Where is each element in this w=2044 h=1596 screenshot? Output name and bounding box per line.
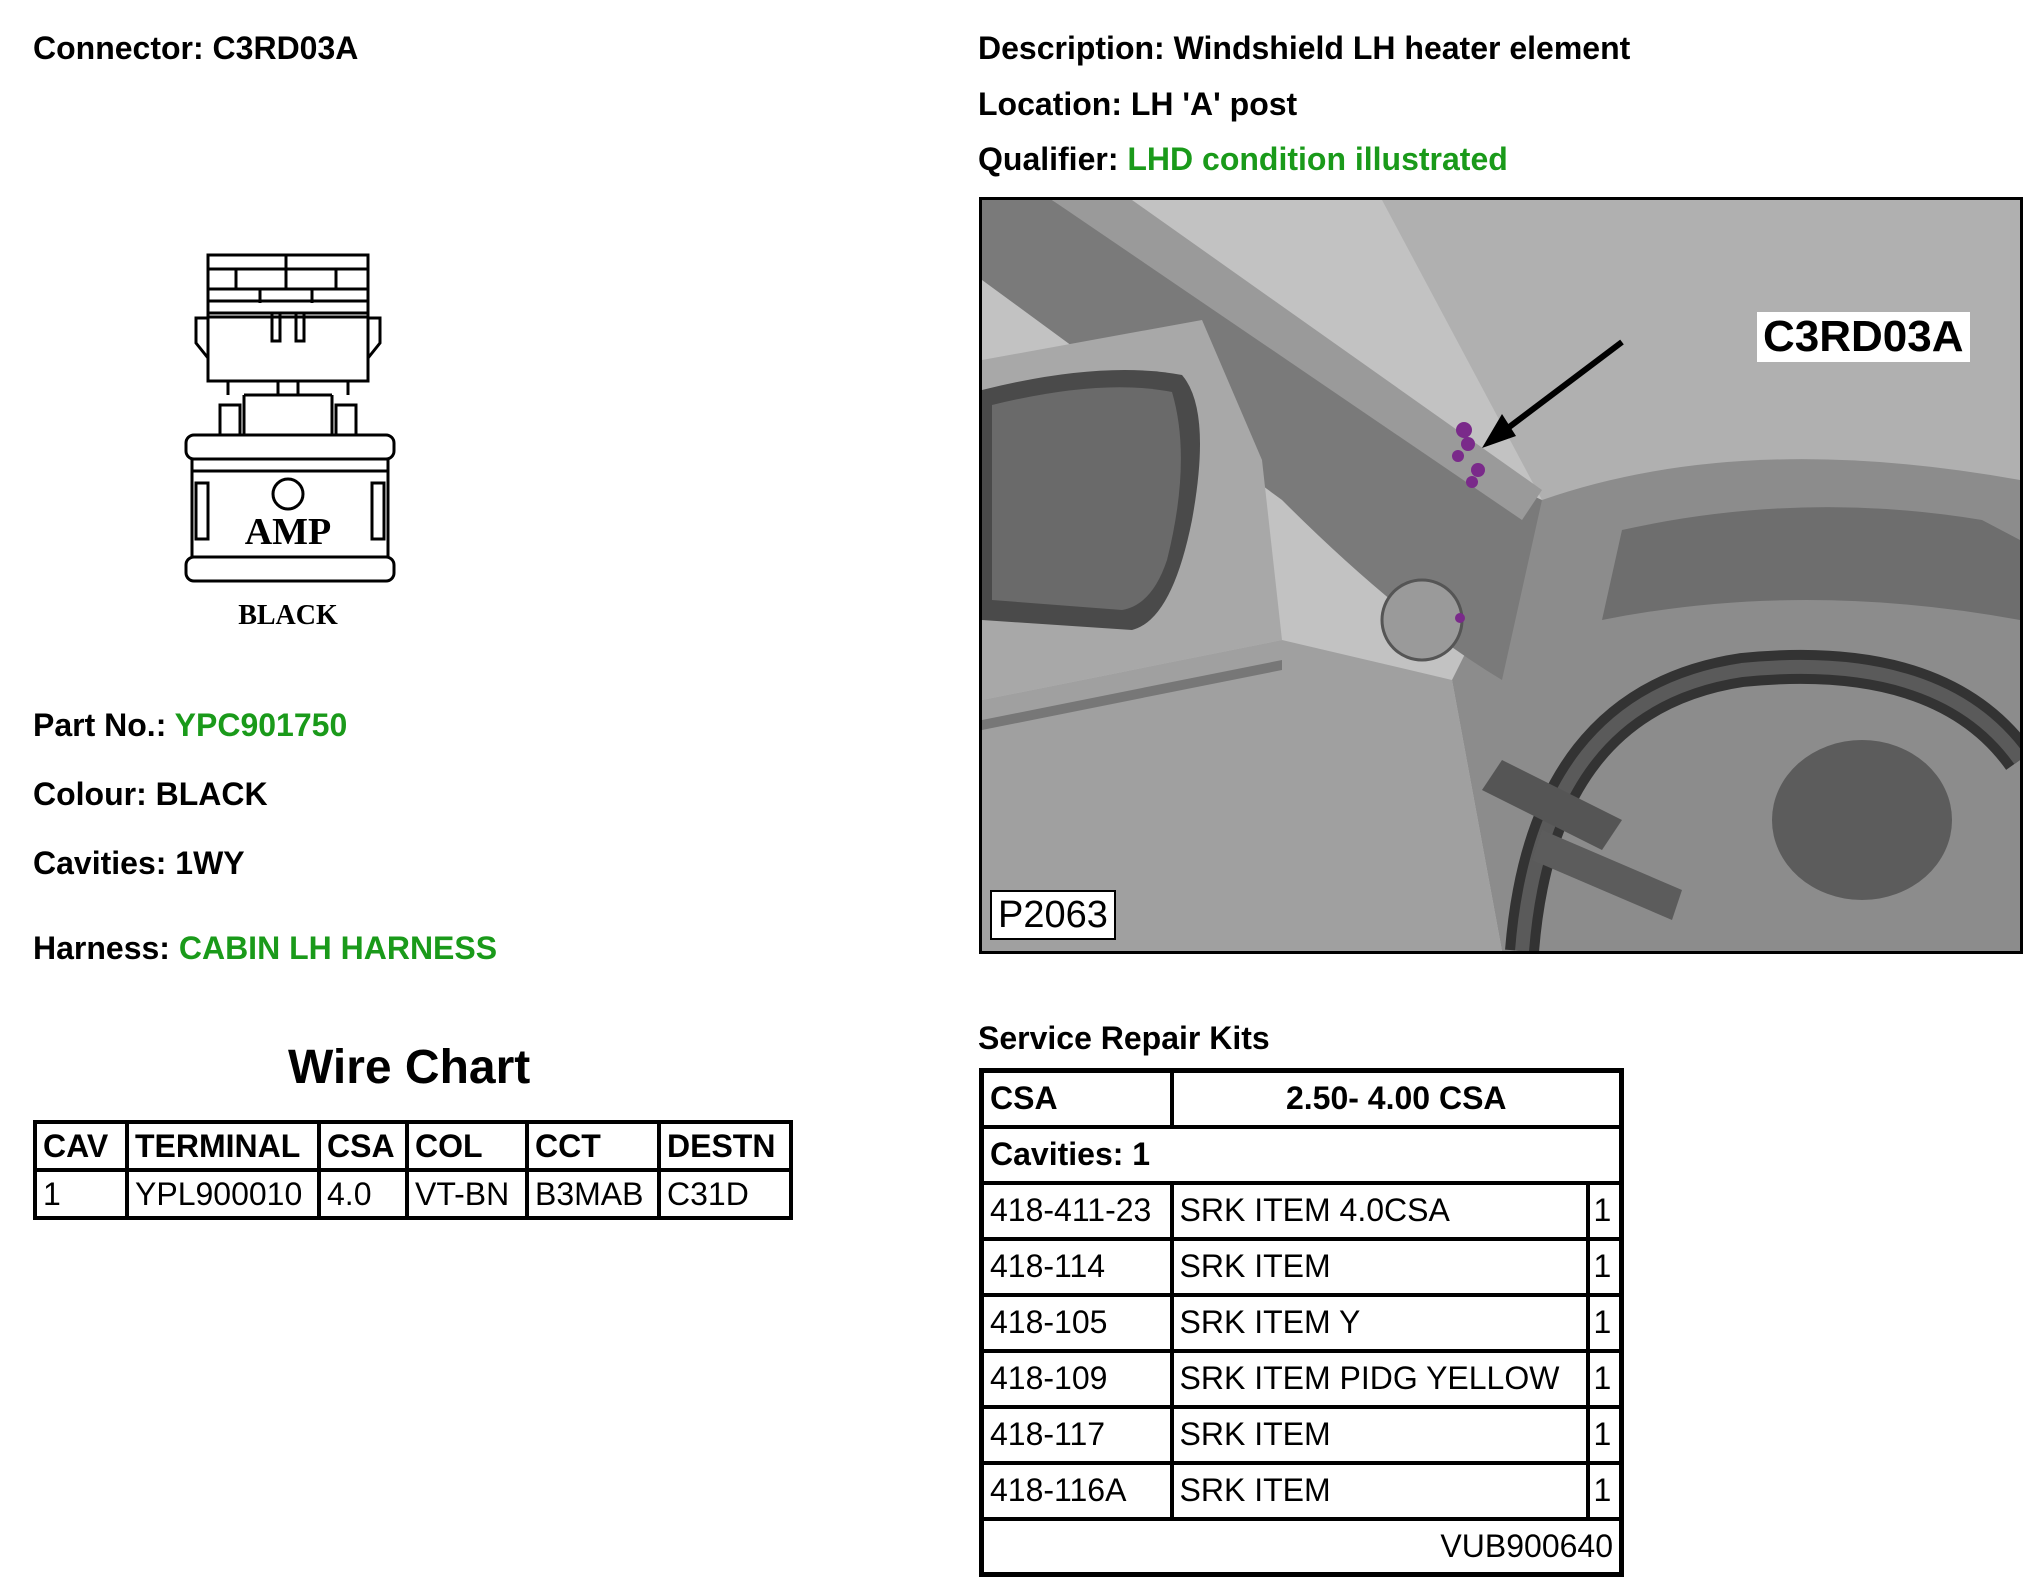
column-header-cct: CCT [525,1120,661,1172]
srk-csa-label: CSA [979,1068,1174,1129]
wire-chart-table: CAV TERMINAL CSA COL CCT DESTN 1 YPL9000… [33,1120,793,1220]
srk-name: SRK ITEM Y [1169,1292,1590,1353]
colour-label: Colour: [33,776,147,812]
location-label: Location: [978,86,1122,122]
cavities-line: Cavities: 1WY [33,845,245,882]
srk-footer-row: VUB900640 [979,1516,1624,1577]
cell-cct: B3MAB [525,1168,661,1220]
table-row: 418-109 SRK ITEM PIDG YELLOW 1 [979,1348,1624,1409]
srk-cavities-label: Cavities: 1 [979,1124,1624,1185]
srk-qty: 1 [1585,1292,1624,1353]
column-header-destn: DESTN [657,1120,793,1172]
table-row: 418-117 SRK ITEM 1 [979,1404,1624,1465]
amp-logo-text: AMP [245,511,332,553]
srk-code: 418-109 [979,1348,1174,1409]
location-photo: C3RD03A P2063 [979,197,2023,954]
table-row: 418-411-23 SRK ITEM 4.0CSA 1 [979,1180,1624,1241]
srk-name: SRK ITEM [1169,1460,1590,1521]
location-value: LH 'A' post [1130,86,1298,122]
column-header-col: COL [405,1120,529,1172]
srk-code: 418-117 [979,1404,1174,1465]
srk-table: CSA 2.50- 4.00 CSA Cavities: 1 418-411-2… [979,1068,1624,1577]
qualifier-value: LHD condition illustrated [1127,141,1508,177]
colour-value: BLACK [155,776,268,812]
srk-qty: 1 [1585,1460,1624,1521]
srk-code: 418-116A [979,1460,1174,1521]
srk-cavities-row: Cavities: 1 [979,1124,1624,1185]
description-value: Windshield LH heater element [1173,30,1631,66]
part-number-line: Part No.: YPC901750 [33,707,347,744]
table-row: 418-105 SRK ITEM Y 1 [979,1292,1624,1353]
srk-name: SRK ITEM [1169,1404,1590,1465]
harness-line: Harness: CABIN LH HARNESS [33,930,497,967]
harness-label: Harness: [33,930,170,966]
srk-csa-value: 2.50- 4.00 CSA [1169,1068,1624,1129]
wire-chart-header-row: CAV TERMINAL CSA COL CCT DESTN [33,1120,793,1172]
cell-csa: 4.0 [317,1168,409,1220]
description-label: Description: [978,30,1165,66]
srk-qty: 1 [1585,1236,1624,1297]
connector-value: C3RD03A [212,30,359,66]
cell-destn: C31D [657,1168,793,1220]
srk-code: 418-411-23 [979,1180,1174,1241]
table-row: 1 YPL900010 4.0 VT-BN B3MAB C31D [33,1168,793,1220]
location-line: Location: LH 'A' post [978,86,1297,123]
srk-qty: 1 [1585,1404,1624,1465]
srk-title: Service Repair Kits [978,1020,1270,1056]
harness-value: CABIN LH HARNESS [178,930,498,966]
srk-code: 418-114 [979,1236,1174,1297]
connector-heading: Connector: C3RD03A [33,30,358,67]
colour-caption: BLACK [238,600,338,631]
wire-chart-title: Wire Chart [288,1041,531,1094]
column-header-csa: CSA [317,1120,409,1172]
qualifier-label: Qualifier: [978,141,1119,177]
srk-qty: 1 [1585,1180,1624,1241]
description-line: Description: Windshield LH heater elemen… [978,30,1630,67]
colour-line: Colour: BLACK [33,776,268,813]
srk-code: 418-105 [979,1292,1174,1353]
table-row: 418-114 SRK ITEM 1 [979,1236,1624,1297]
photo-figure-id: P2063 [990,890,1116,940]
photo-callout-label: C3RD03A [1757,312,1970,362]
cell-terminal: YPL900010 [125,1168,321,1220]
cell-col: VT-BN [405,1168,529,1220]
srk-name: SRK ITEM [1169,1236,1590,1297]
table-row: 418-116A SRK ITEM 1 [979,1460,1624,1521]
column-header-cav: CAV [33,1120,129,1172]
srk-qty: 1 [1585,1348,1624,1409]
cavities-label: Cavities: [33,845,167,881]
column-header-terminal: TERMINAL [125,1120,321,1172]
connector-label: Connector: [33,30,204,66]
part-label: Part No.: [33,707,167,743]
part-value: YPC901750 [174,707,348,743]
connector-drawing: AMP BLACK [176,243,406,643]
srk-csa-row: CSA 2.50- 4.00 CSA [979,1068,1624,1129]
srk-name: SRK ITEM 4.0CSA [1169,1180,1590,1241]
cavities-value: 1WY [175,845,245,881]
qualifier-line: Qualifier: LHD condition illustrated [978,141,1508,178]
srk-footer-code: VUB900640 [979,1516,1624,1577]
srk-name: SRK ITEM PIDG YELLOW [1169,1348,1590,1409]
cell-cav: 1 [33,1168,129,1220]
